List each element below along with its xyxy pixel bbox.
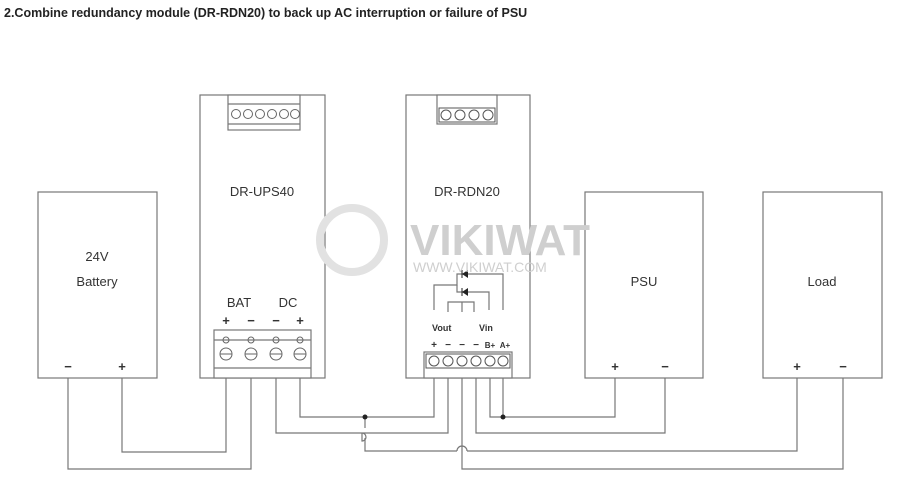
- svg-text:Battery: Battery: [76, 274, 118, 289]
- load-box: Load + −: [762, 191, 883, 379]
- svg-text:−: −: [473, 340, 479, 351]
- svg-text:+: +: [118, 359, 126, 374]
- svg-text:Vin: Vin: [479, 323, 493, 333]
- svg-text:−: −: [839, 359, 847, 374]
- rdn-module: DR-RDN20 Vout Vin + − − − B+ A+: [405, 94, 531, 379]
- svg-text:A+: A+: [500, 341, 511, 350]
- svg-text:Vout: Vout: [432, 323, 451, 333]
- watermark: VIKIWAT WWW.VIKIWAT.COM: [316, 204, 590, 276]
- svg-text:−: −: [661, 359, 669, 374]
- svg-text:24V: 24V: [85, 249, 108, 264]
- diagram-title: 2.Combine redundancy module (DR-RDN20) t…: [4, 6, 528, 20]
- svg-text:−: −: [445, 340, 451, 351]
- svg-text:B+: B+: [485, 341, 496, 350]
- wires: [67, 370, 844, 470]
- svg-text:+: +: [431, 340, 437, 351]
- svg-text:DR-UPS40: DR-UPS40: [230, 184, 294, 199]
- svg-text:WWW.VIKIWAT.COM: WWW.VIKIWAT.COM: [413, 259, 547, 275]
- psu-box: PSU + −: [584, 191, 704, 379]
- svg-text:PSU: PSU: [631, 274, 658, 289]
- svg-text:+: +: [222, 313, 230, 328]
- svg-text:−: −: [247, 313, 255, 328]
- svg-text:+: +: [793, 359, 801, 374]
- svg-text:BAT: BAT: [227, 295, 251, 310]
- svg-text:−: −: [272, 313, 280, 328]
- svg-text:+: +: [611, 359, 619, 374]
- svg-text:−: −: [64, 359, 72, 374]
- svg-text:DC: DC: [279, 295, 298, 310]
- ups-module: DR-UPS40 BAT DC + − − +: [199, 94, 326, 379]
- svg-text:VIKIWAT: VIKIWAT: [410, 216, 590, 265]
- svg-text:DR-RDN20: DR-RDN20: [434, 184, 500, 199]
- svg-text:−: −: [459, 340, 465, 351]
- battery-box: 24V Battery − +: [37, 191, 158, 379]
- svg-text:Load: Load: [808, 274, 837, 289]
- svg-text:+: +: [296, 313, 304, 328]
- diode-schematic: [433, 273, 504, 312]
